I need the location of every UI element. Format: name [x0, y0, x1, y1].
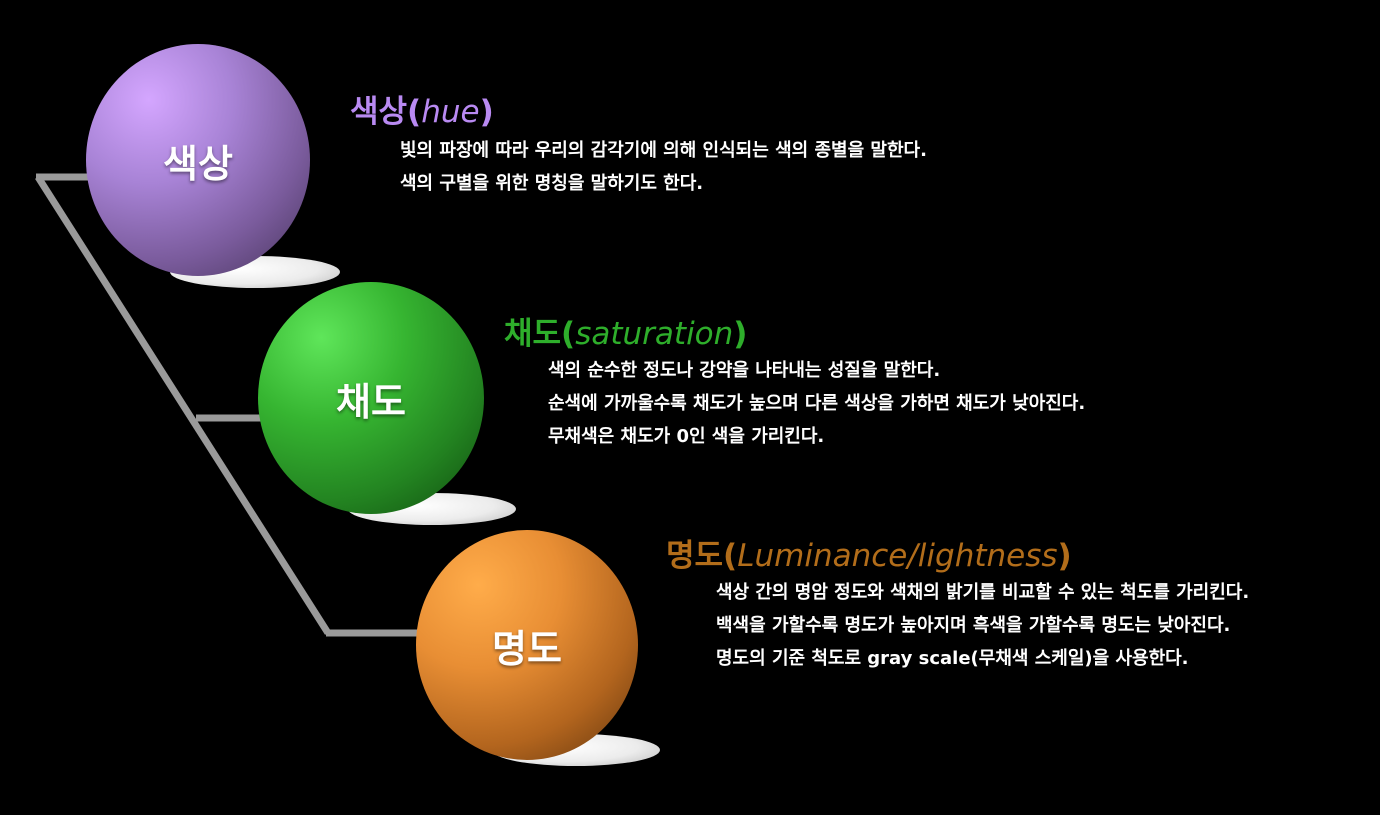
heading-saturation-ko: 채도: [504, 316, 562, 352]
description-line: 백색을 가할수록 명도가 높아지며 흑색을 가할수록 명도는 낮아진다.: [716, 615, 1231, 636]
description-line: 색의 순수한 정도나 강약을 나타내는 성질을 말한다.: [548, 360, 941, 381]
description-saturation: 색의 순수한 정도나 강약을 나타내는 성질을 말한다. 순색에 가까울수록 채…: [548, 354, 1085, 453]
sphere-lightness: 명도: [416, 530, 638, 760]
description-line: 순색에 가까울수록 채도가 높으며 다른 색상을 가하면 채도가 낮아진다.: [548, 393, 1086, 414]
sphere-label-saturation: 채도: [336, 379, 406, 424]
description-line: 무채색은 채도가 0인 색을 가리킨다.: [548, 426, 825, 447]
heading-hue-ko: 색상: [350, 94, 408, 130]
heading-hue-en: hue: [421, 94, 480, 130]
heading-lightness: 명도(Luminance/lightness): [666, 538, 1072, 574]
description-line: 색의 구별을 위한 명칭을 말하기도 한다.: [400, 173, 704, 194]
description-line: 색상 간의 명암 정도와 색채의 밝기를 비교할 수 있는 척도를 가리킨다.: [716, 582, 1250, 603]
description-line: 빛의 파장에 따라 우리의 감각기에 의해 인식되는 색의 종별을 말한다.: [400, 140, 927, 161]
sphere-hue: 색상: [86, 44, 310, 276]
sphere-label-lightness: 명도: [492, 626, 562, 671]
sphere-saturation: 채도: [258, 282, 484, 514]
connector-spine: [35, 175, 331, 635]
heading-saturation-en: saturation: [575, 316, 734, 352]
heading-lightness-en: Luminance/lightness: [737, 538, 1058, 574]
heading-lightness-ko: 명도: [666, 538, 724, 574]
description-line: 명도의 기준 척도로 gray scale(무채색 스케일)을 사용한다.: [716, 648, 1189, 669]
sphere-label-hue: 색상: [163, 141, 233, 186]
description-hue: 빛의 파장에 따라 우리의 감각기에 의해 인식되는 색의 종별을 말한다. 색…: [400, 134, 927, 200]
description-lightness: 색상 간의 명암 정도와 색채의 밝기를 비교할 수 있는 척도를 가리킨다. …: [716, 576, 1249, 675]
heading-saturation: 채도(saturation): [504, 316, 748, 352]
heading-hue: 색상(hue): [350, 94, 494, 130]
